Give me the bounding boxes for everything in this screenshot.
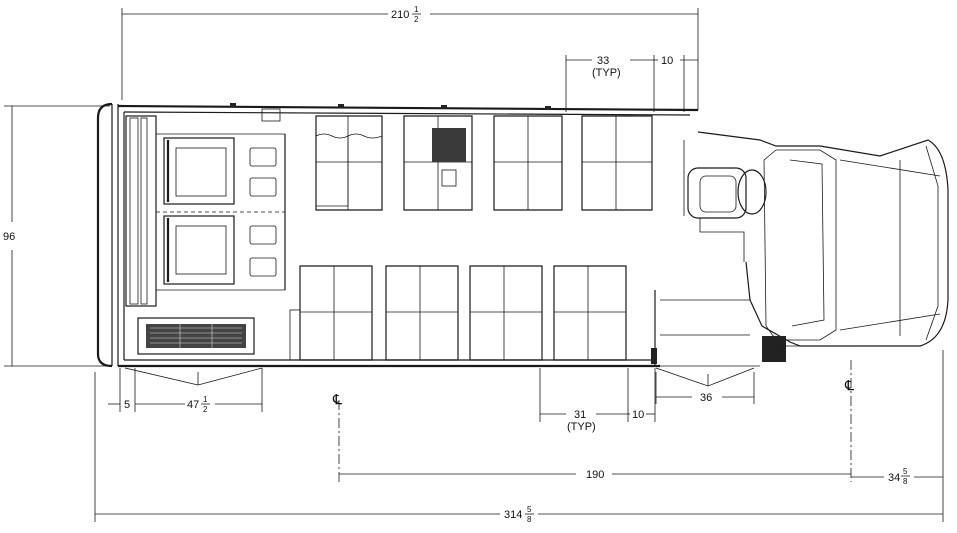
seat-row-3-curb — [493, 115, 563, 211]
seat-row-3-street — [469, 265, 543, 361]
wheelchair-lift-area — [125, 115, 286, 307]
dim-front-door-width: 36 — [700, 392, 712, 404]
dim-seat-pitch-bottom: 31 — [574, 409, 586, 421]
svg-text:47: 47 — [187, 399, 199, 411]
dim-driver-spacing-top: 10 — [661, 55, 673, 67]
svg-text:8: 8 — [527, 515, 532, 524]
dim-overall-width: 96 — [3, 231, 15, 243]
svg-text:1: 1 — [203, 395, 208, 404]
dim-seat-pitch-top-note: (TYP) — [592, 67, 621, 79]
seat-row-4-street — [553, 265, 627, 361]
seat-row-4-curb — [581, 115, 653, 211]
svg-text:2: 2 — [414, 15, 419, 24]
seat-row-2-street — [385, 265, 459, 361]
window-pillars — [230, 103, 551, 122]
svg-text:210: 210 — [391, 9, 409, 21]
dim-rear-door-width: 47 1 2 — [187, 395, 210, 414]
wheelchair-position-2 — [163, 215, 277, 285]
dim-seat-pitch-bottom-note: (TYP) — [567, 421, 596, 433]
seat-row-1-curb — [315, 115, 383, 211]
rear-axle-centerline-icon: ℄ — [332, 391, 342, 407]
svg-text:8: 8 — [903, 477, 908, 486]
dim-overall-length: 314 5 8 — [504, 505, 534, 524]
seat-row-1-street — [289, 265, 373, 361]
dim-overall-body-length: 210 1 2 — [391, 5, 421, 24]
driver-seat — [683, 140, 747, 262]
seat-row-2-curb — [403, 115, 473, 211]
dim-seat-pitch-top: 33 — [597, 55, 609, 67]
dim-wheelbase: 190 — [586, 469, 604, 481]
dimension-lines — [4, 8, 944, 522]
svg-text:2: 2 — [203, 405, 208, 414]
dim-rear-offset: 5 — [124, 399, 130, 411]
front-axle-centerline-icon: ℄ — [844, 377, 854, 393]
svg-text:5: 5 — [527, 505, 532, 514]
svg-text:34: 34 — [888, 472, 900, 484]
wheelchair-position-1 — [163, 137, 277, 205]
svg-text:1: 1 — [414, 5, 419, 14]
svg-text:314: 314 — [504, 509, 522, 521]
dim-front-overhang: 34 5 8 — [888, 467, 910, 486]
heater-unit — [137, 317, 255, 355]
dim-door-spacing-bottom: 10 — [632, 409, 644, 421]
svg-text:5: 5 — [903, 467, 908, 476]
steering-wheel — [737, 169, 767, 215]
cab-and-hood — [697, 131, 949, 362]
